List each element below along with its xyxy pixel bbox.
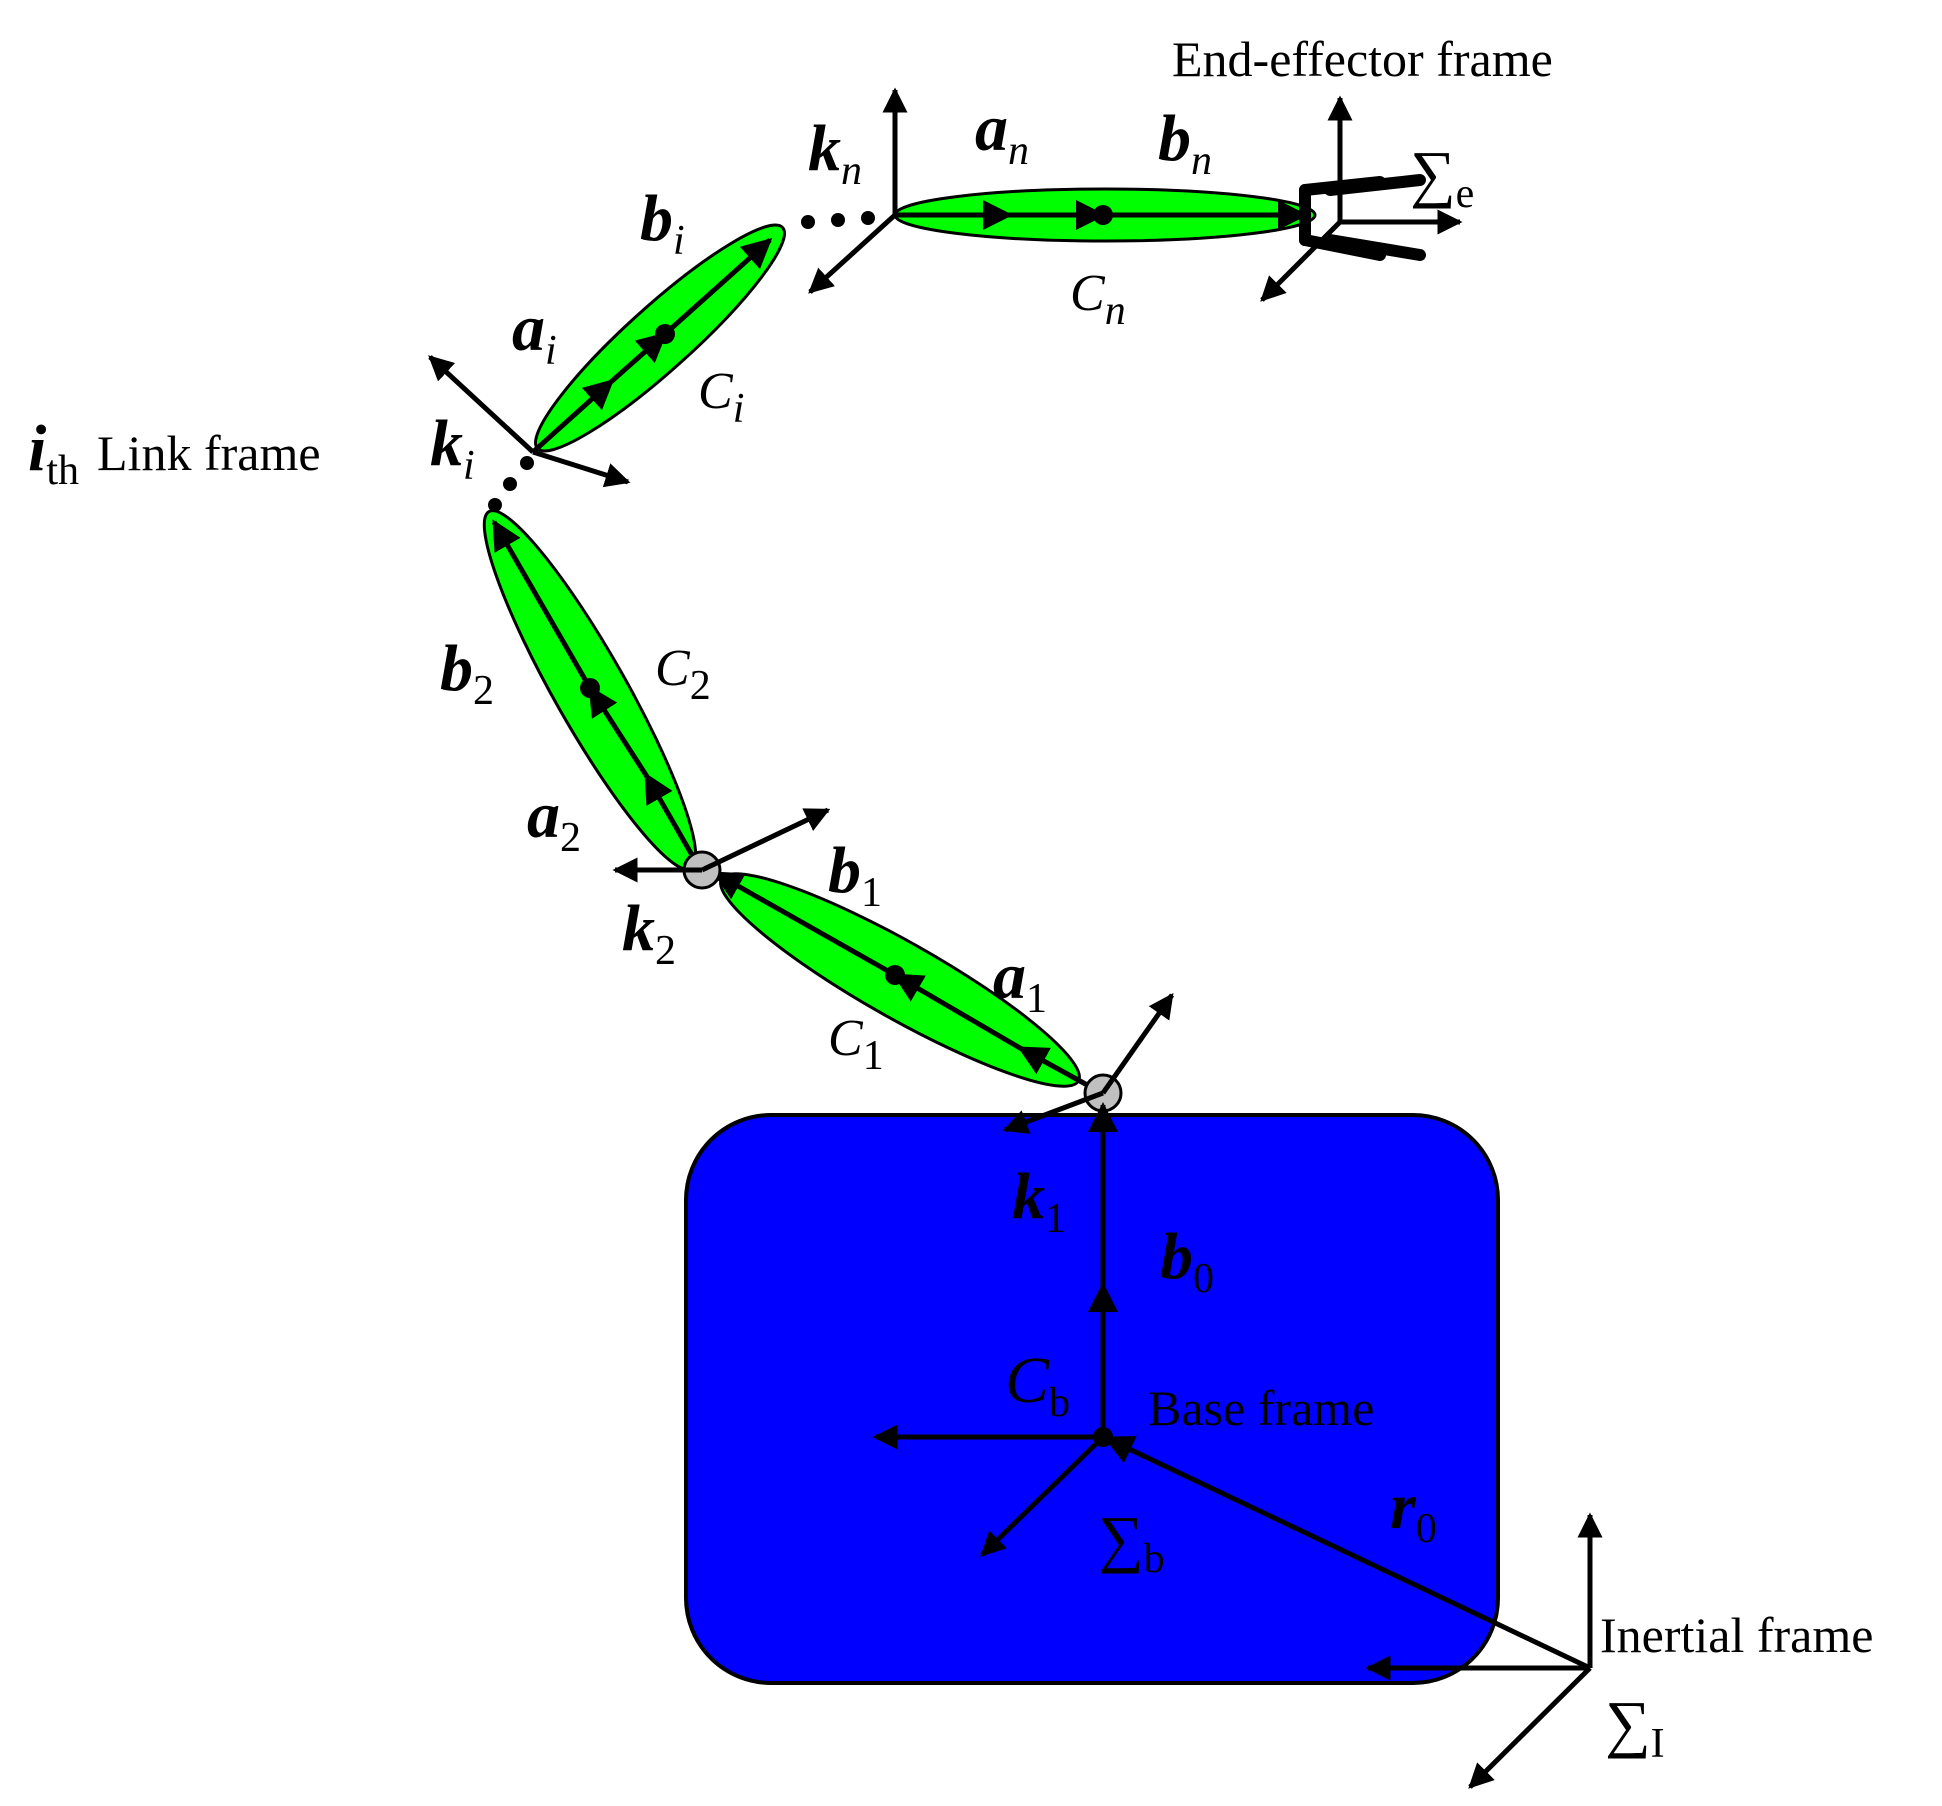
C-2-label: C2 xyxy=(655,640,711,709)
frame-1-axes xyxy=(1002,992,1175,1134)
base-body xyxy=(684,1113,1500,1685)
a-i-label: ai xyxy=(512,292,557,374)
sigma-b-label: ∑b xyxy=(1098,1503,1165,1582)
link-n-com-dot xyxy=(1093,205,1113,225)
b-i-label: bi xyxy=(640,182,685,264)
link-1 xyxy=(712,870,1102,1095)
frame-n-axes xyxy=(808,87,908,294)
C-b-label: Cb xyxy=(1005,1344,1070,1426)
k-2-label: k2 xyxy=(622,892,676,974)
link-1-com-dot xyxy=(885,965,905,985)
C-1-label: C1 xyxy=(828,1010,884,1079)
gripper-icon xyxy=(1299,174,1426,261)
frame-2-axes xyxy=(612,807,831,883)
b-1-label: b1 xyxy=(828,834,882,916)
b-2-label: b2 xyxy=(440,632,494,714)
base-com-dot xyxy=(1093,1427,1113,1447)
a-1-label: a1 xyxy=(993,940,1047,1022)
base-frame-label: Base frame xyxy=(1148,1380,1374,1436)
k-i-label: ki xyxy=(430,407,475,489)
r0-vector xyxy=(1103,1435,1592,1671)
sigma-I-label: ∑I xyxy=(1605,1688,1665,1767)
C-i-label: Ci xyxy=(698,363,744,432)
base-frame-axes xyxy=(872,1102,1118,1557)
k-1-label: k1 xyxy=(1012,1160,1066,1242)
frame-i-axes xyxy=(428,355,631,488)
link-i-com-dot xyxy=(655,324,675,344)
link-i xyxy=(531,223,786,454)
b-n-label: bn xyxy=(1158,102,1212,184)
b-0-label: b0 xyxy=(1160,1220,1214,1302)
k-n-label: kn xyxy=(808,112,862,194)
inertial-frame-label: Inertial frame xyxy=(1600,1607,1873,1663)
a-2-label: a2 xyxy=(527,779,581,861)
end-effector-frame-label: End-effector frame xyxy=(1172,31,1553,87)
link-n xyxy=(893,187,1317,243)
ellipsis-dots-middle xyxy=(488,456,534,512)
ellipsis-dots-top xyxy=(801,211,875,229)
C-n-label: Cn xyxy=(1070,265,1126,334)
inertial-frame-axes xyxy=(1103,1435,1603,1789)
a-n-label: an xyxy=(975,92,1029,174)
link-2-com-dot xyxy=(580,678,600,698)
r-0-label: r0 xyxy=(1390,1470,1437,1552)
sigma-e-label: ∑e xyxy=(1410,138,1474,217)
